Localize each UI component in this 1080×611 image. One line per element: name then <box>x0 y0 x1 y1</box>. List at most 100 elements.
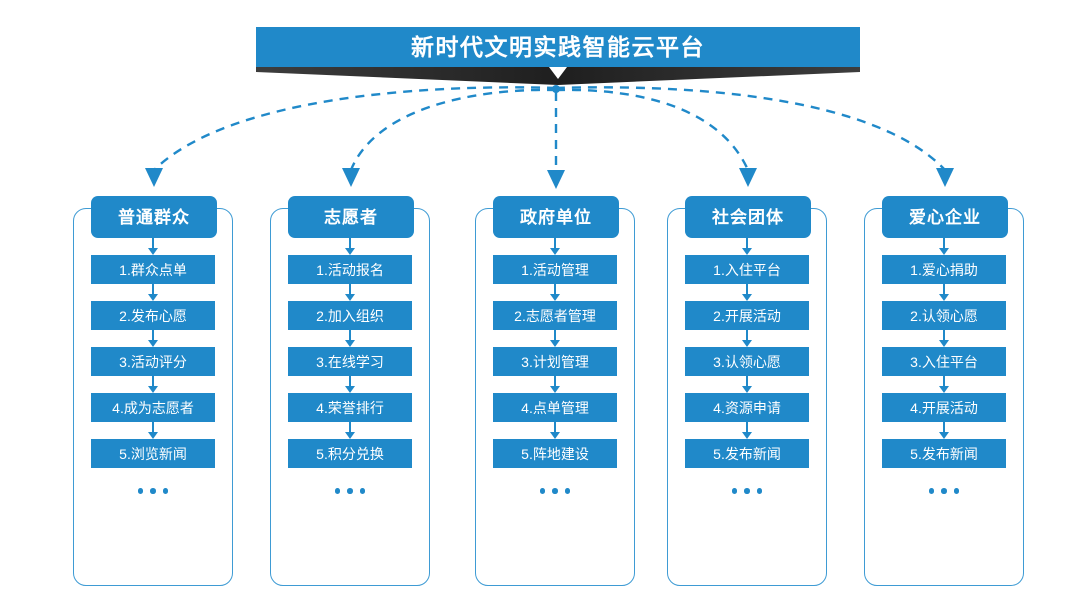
column-header-volunteer[interactable]: 志愿者 <box>288 196 414 238</box>
step-stack-government: 1.活动管理 2.志愿者管理 3.计划管理 4.点单管理 5.阵地建设 <box>493 238 617 496</box>
more-items-ellipsis-enterprise[interactable] <box>928 486 960 496</box>
arrow-head <box>148 248 158 255</box>
connector-to-volunteer <box>349 88 557 171</box>
step-item-public-1[interactable]: 1.群众点单 <box>91 255 215 284</box>
step-item-government-5[interactable]: 5.阵地建设 <box>493 439 617 468</box>
banner-shadow-wedge <box>256 67 860 85</box>
column-header-label: 志愿者 <box>324 207 378 227</box>
step-item-label: 3.在线学习 <box>316 353 384 370</box>
ellipsis-dot <box>731 488 738 494</box>
step-item-enterprise-3[interactable]: 3.入住平台 <box>882 347 1006 376</box>
arrow-head <box>939 294 949 301</box>
arrow-head <box>742 386 752 393</box>
arrow-shaft <box>553 330 557 341</box>
step-item-social-group-5[interactable]: 5.发布新闻 <box>685 439 809 468</box>
step-item-label: 2.开展活动 <box>713 307 781 324</box>
arrow-shaft <box>151 238 155 249</box>
step-item-label: 5.积分兑换 <box>316 445 384 462</box>
step-stack-volunteer: 1.活动报名 2.加入组织 3.在线学习 4.荣誉排行 5.积分兑换 <box>288 238 412 496</box>
step-item-label: 2.志愿者管理 <box>514 307 596 324</box>
arrow-shaft <box>745 330 749 341</box>
down-arrow-icon <box>741 330 753 347</box>
step-item-public-2[interactable]: 2.发布心愿 <box>91 301 215 330</box>
step-item-enterprise-2[interactable]: 2.认领心愿 <box>882 301 1006 330</box>
ellipsis-dot <box>953 488 960 494</box>
step-item-government-3[interactable]: 3.计划管理 <box>493 347 617 376</box>
step-item-social-group-3[interactable]: 3.认领心愿 <box>685 347 809 376</box>
arrowhead-social-group <box>739 168 757 187</box>
column-body-volunteer: 1.活动报名 2.加入组织 3.在线学习 4.荣誉排行 5.积分兑换 <box>270 238 430 586</box>
step-item-label: 3.计划管理 <box>521 353 589 370</box>
arrow-head <box>148 386 158 393</box>
role-columns: 普通群众 1.群众点单 2.发布心愿 3.活动评分 4.成为志愿者 5.浏览新闻 志愿者 1.… <box>0 196 1080 596</box>
down-arrow-icon <box>741 284 753 301</box>
arrow-shaft <box>553 422 557 433</box>
step-item-volunteer-1[interactable]: 1.活动报名 <box>288 255 412 284</box>
step-item-government-4[interactable]: 4.点单管理 <box>493 393 617 422</box>
arrow-head <box>742 248 752 255</box>
step-item-public-5[interactable]: 5.浏览新闻 <box>91 439 215 468</box>
step-item-volunteer-4[interactable]: 4.荣誉排行 <box>288 393 412 422</box>
step-item-enterprise-5[interactable]: 5.发布新闻 <box>882 439 1006 468</box>
arrow-head <box>550 386 560 393</box>
ellipsis-dot <box>756 488 763 494</box>
arrow-head <box>345 432 355 439</box>
more-items-ellipsis-social-group[interactable] <box>731 486 763 496</box>
step-item-government-1[interactable]: 1.活动管理 <box>493 255 617 284</box>
arrow-head <box>345 340 355 347</box>
arrow-head <box>345 386 355 393</box>
down-arrow-icon <box>549 376 561 393</box>
connector-to-enterprise <box>555 86 946 171</box>
down-arrow-icon <box>549 284 561 301</box>
arrow-shaft <box>553 238 557 249</box>
down-arrow-icon <box>147 376 159 393</box>
arrow-head <box>939 386 949 393</box>
column-header-enterprise[interactable]: 爱心企业 <box>882 196 1008 238</box>
step-item-enterprise-1[interactable]: 1.爱心捐助 <box>882 255 1006 284</box>
step-item-government-2[interactable]: 2.志愿者管理 <box>493 301 617 330</box>
down-arrow-icon <box>938 422 950 439</box>
step-item-social-group-1[interactable]: 1.入住平台 <box>685 255 809 284</box>
arrow-shaft <box>151 422 155 433</box>
column-header-label: 普通群众 <box>118 207 190 227</box>
down-arrow-icon <box>147 238 159 255</box>
more-items-ellipsis-government[interactable] <box>539 486 571 496</box>
more-items-ellipsis-public[interactable] <box>137 486 169 496</box>
step-item-label: 5.发布新闻 <box>910 445 978 462</box>
more-items-ellipsis-volunteer[interactable] <box>334 486 366 496</box>
step-item-public-3[interactable]: 3.活动评分 <box>91 347 215 376</box>
down-arrow-icon <box>344 284 356 301</box>
step-item-volunteer-3[interactable]: 3.在线学习 <box>288 347 412 376</box>
step-item-label: 1.群众点单 <box>119 261 187 278</box>
arrow-head <box>742 294 752 301</box>
step-item-volunteer-5[interactable]: 5.积分兑换 <box>288 439 412 468</box>
step-item-label: 4.点单管理 <box>521 399 589 416</box>
ellipsis-dot <box>941 488 947 494</box>
ellipsis-dot <box>334 488 341 494</box>
arrow-shaft <box>942 422 946 433</box>
arrow-head <box>345 294 355 301</box>
ellipsis-dot <box>150 488 156 494</box>
down-arrow-icon <box>938 330 950 347</box>
ellipsis-dot <box>347 488 353 494</box>
arrow-head <box>345 248 355 255</box>
step-item-social-group-2[interactable]: 2.开展活动 <box>685 301 809 330</box>
ellipsis-dot <box>539 488 546 494</box>
arrow-shaft <box>348 330 352 341</box>
arrow-shaft <box>942 376 946 387</box>
down-arrow-icon <box>344 422 356 439</box>
down-arrow-icon <box>741 238 753 255</box>
column-header-public[interactable]: 普通群众 <box>91 196 217 238</box>
step-item-public-4[interactable]: 4.成为志愿者 <box>91 393 215 422</box>
step-item-volunteer-2[interactable]: 2.加入组织 <box>288 301 412 330</box>
step-item-enterprise-4[interactable]: 4.开展活动 <box>882 393 1006 422</box>
arrowhead-volunteer <box>342 168 360 187</box>
column-header-government[interactable]: 政府单位 <box>493 196 619 238</box>
platform-title-banner: 新时代文明实践智能云平台 <box>256 27 860 67</box>
column-header-social-group[interactable]: 社会团体 <box>685 196 811 238</box>
ellipsis-dot <box>928 488 935 494</box>
step-item-social-group-4[interactable]: 4.资源申请 <box>685 393 809 422</box>
arrowhead-government <box>547 170 565 189</box>
arrow-shaft <box>151 330 155 341</box>
